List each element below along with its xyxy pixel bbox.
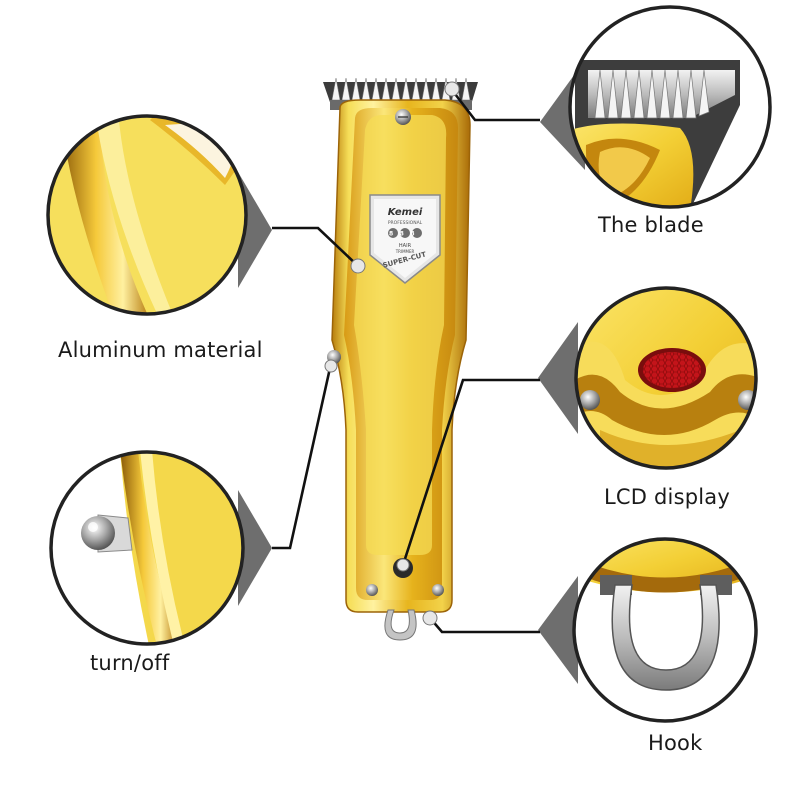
hook-zoom-callout [538, 537, 758, 723]
blade-zoom-callout [540, 5, 772, 209]
brand-line2: HAIR [399, 243, 412, 249]
lcd-zoom-callout [538, 286, 758, 470]
label-lcd-display: LCD display [604, 485, 730, 509]
leader-lines [272, 89, 540, 634]
brand-badge: Kemei PROFESSIONAL 888 HAIR TRIMMER SUPE… [369, 194, 441, 284]
power-switch-zoom-callout [49, 450, 272, 646]
brand-line1: PROFESSIONAL [388, 220, 423, 226]
brand-logo: Kemei [388, 207, 423, 218]
leader-dots [324, 81, 460, 626]
hook-ring [611, 584, 720, 691]
blade-teeth [594, 69, 710, 119]
label-turn-off: turn/off [90, 651, 170, 675]
lcd-screen [643, 352, 701, 388]
brand-line3: TRIMMER [395, 249, 415, 254]
hair-clipper: Kemei PROFESSIONAL 888 HAIR TRIMMER SUPE… [323, 77, 478, 641]
model-mark: 888 [389, 231, 421, 238]
label-the-blade: The blade [598, 213, 704, 237]
label-aluminum-material: Aluminum material [58, 338, 263, 362]
power-knob [81, 516, 115, 550]
aluminum-zoom-callout [46, 114, 272, 316]
label-hook: Hook [648, 731, 703, 755]
